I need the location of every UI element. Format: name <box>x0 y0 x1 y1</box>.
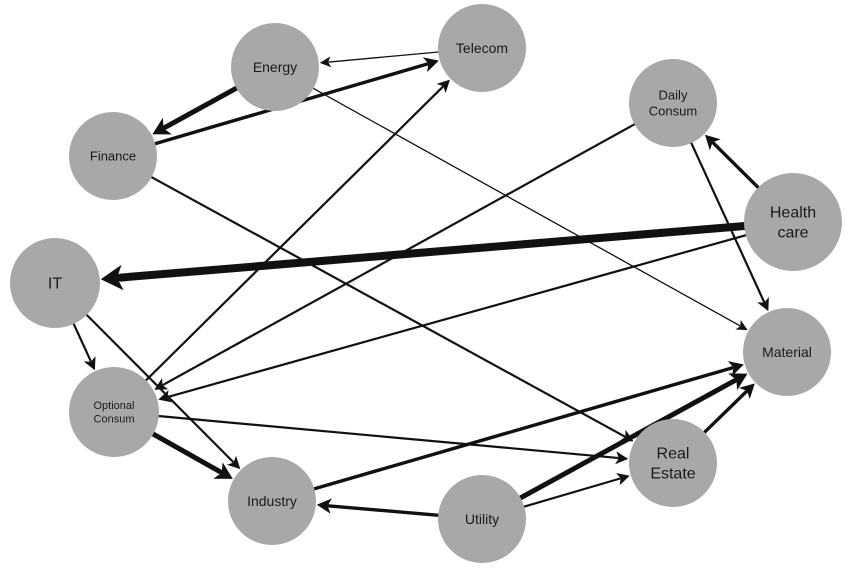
edge-health-to-it <box>100 221 751 291</box>
node-health: Health care <box>744 173 842 271</box>
edge-industry-to-material <box>310 361 744 492</box>
edge-daily-to-optional <box>154 122 638 390</box>
arrowhead <box>705 134 721 151</box>
edge-energy-to-material <box>311 86 748 331</box>
node-label: Health <box>770 205 816 222</box>
node-circle <box>438 475 526 563</box>
node-circle <box>231 23 319 111</box>
node-circle <box>228 457 316 545</box>
node-circle <box>629 59 717 147</box>
edge-line <box>328 51 441 63</box>
node-circle <box>629 419 717 507</box>
edge-line <box>84 312 234 463</box>
arrowhead <box>739 383 755 399</box>
edge-optional-to-realestate <box>155 414 629 465</box>
edge-health-to-daily <box>705 134 762 191</box>
node-label: Telecom <box>456 40 508 56</box>
edge-line <box>155 414 619 460</box>
node-industry: Industry <box>228 457 316 545</box>
arrowhead <box>728 373 748 391</box>
node-label: Utility <box>465 511 499 527</box>
edge-line <box>689 140 765 303</box>
arrowhead <box>735 320 748 331</box>
edge-it-to-optional <box>71 321 96 371</box>
node-label: Estate <box>650 466 695 483</box>
node-circle <box>743 308 831 396</box>
node-it: IT <box>10 238 100 328</box>
node-material: Material <box>743 308 831 396</box>
edge-line <box>143 85 444 383</box>
node-circle <box>438 4 526 92</box>
edge-finance-to-realestate <box>148 175 634 442</box>
node-circle <box>69 367 159 457</box>
edge-line <box>148 430 223 475</box>
arrowhead <box>757 297 769 312</box>
edge-line <box>148 175 626 438</box>
arrowhead <box>615 451 629 465</box>
arrowhead <box>226 455 241 470</box>
node-telecom: Telecom <box>438 4 526 92</box>
edge-health-to-optional <box>158 233 749 403</box>
node-circle <box>10 238 100 328</box>
node-label: Industry <box>247 493 297 509</box>
edge-optional-to-industry <box>148 430 233 479</box>
arrowhead <box>152 117 172 135</box>
edge-line <box>327 504 442 518</box>
arrowhead <box>319 56 332 68</box>
node-circle <box>69 112 157 200</box>
edge-realestate-to-material <box>701 383 755 436</box>
arrowhead <box>316 498 332 514</box>
node-label: care <box>777 225 808 242</box>
node-label: Energy <box>253 59 297 75</box>
node-label: Optional <box>94 400 135 412</box>
node-finance: Finance <box>69 112 157 200</box>
nodes-layer: EnergyTelecomFinanceDailyConsumHealthcar… <box>10 4 842 563</box>
arrowhead <box>213 462 233 479</box>
edge-telecom-to-energy <box>319 51 441 68</box>
node-label: IT <box>48 276 62 293</box>
arrowhead <box>616 473 630 486</box>
edge-utility-to-industry <box>316 498 442 518</box>
node-label: Material <box>762 344 812 360</box>
edges-layer <box>71 51 769 518</box>
node-label: Finance <box>90 149 136 164</box>
edge-line <box>712 141 762 191</box>
edge-energy-to-finance <box>152 84 241 135</box>
arrowhead <box>727 361 744 376</box>
node-circle <box>744 173 842 271</box>
edge-line <box>167 233 749 398</box>
edge-line <box>310 366 734 492</box>
arrowhead <box>83 356 96 371</box>
edge-optional-to-telecom <box>143 79 450 383</box>
edge-line <box>521 477 621 509</box>
edge-utility-to-realestate <box>521 473 630 509</box>
node-label: Real <box>657 446 690 463</box>
edge-line <box>162 122 638 386</box>
edge-line <box>163 84 241 130</box>
edge-line <box>71 321 92 362</box>
arrowhead <box>422 57 439 73</box>
node-utility: Utility <box>438 475 526 563</box>
edge-utility-to-material <box>516 373 748 502</box>
arrowhead <box>158 390 173 403</box>
node-energy: Energy <box>231 23 319 111</box>
arrowhead <box>100 264 124 291</box>
edge-line <box>116 221 751 282</box>
arrowhead <box>436 79 450 93</box>
node-label: Daily <box>659 87 688 102</box>
edge-it-to-industry <box>84 312 241 470</box>
node-label: Consum <box>94 414 135 426</box>
edge-line <box>516 378 737 502</box>
edge-line <box>701 390 748 436</box>
node-label: Consum <box>649 104 697 119</box>
edge-line <box>311 86 741 327</box>
edge-daily-to-material <box>689 140 769 312</box>
